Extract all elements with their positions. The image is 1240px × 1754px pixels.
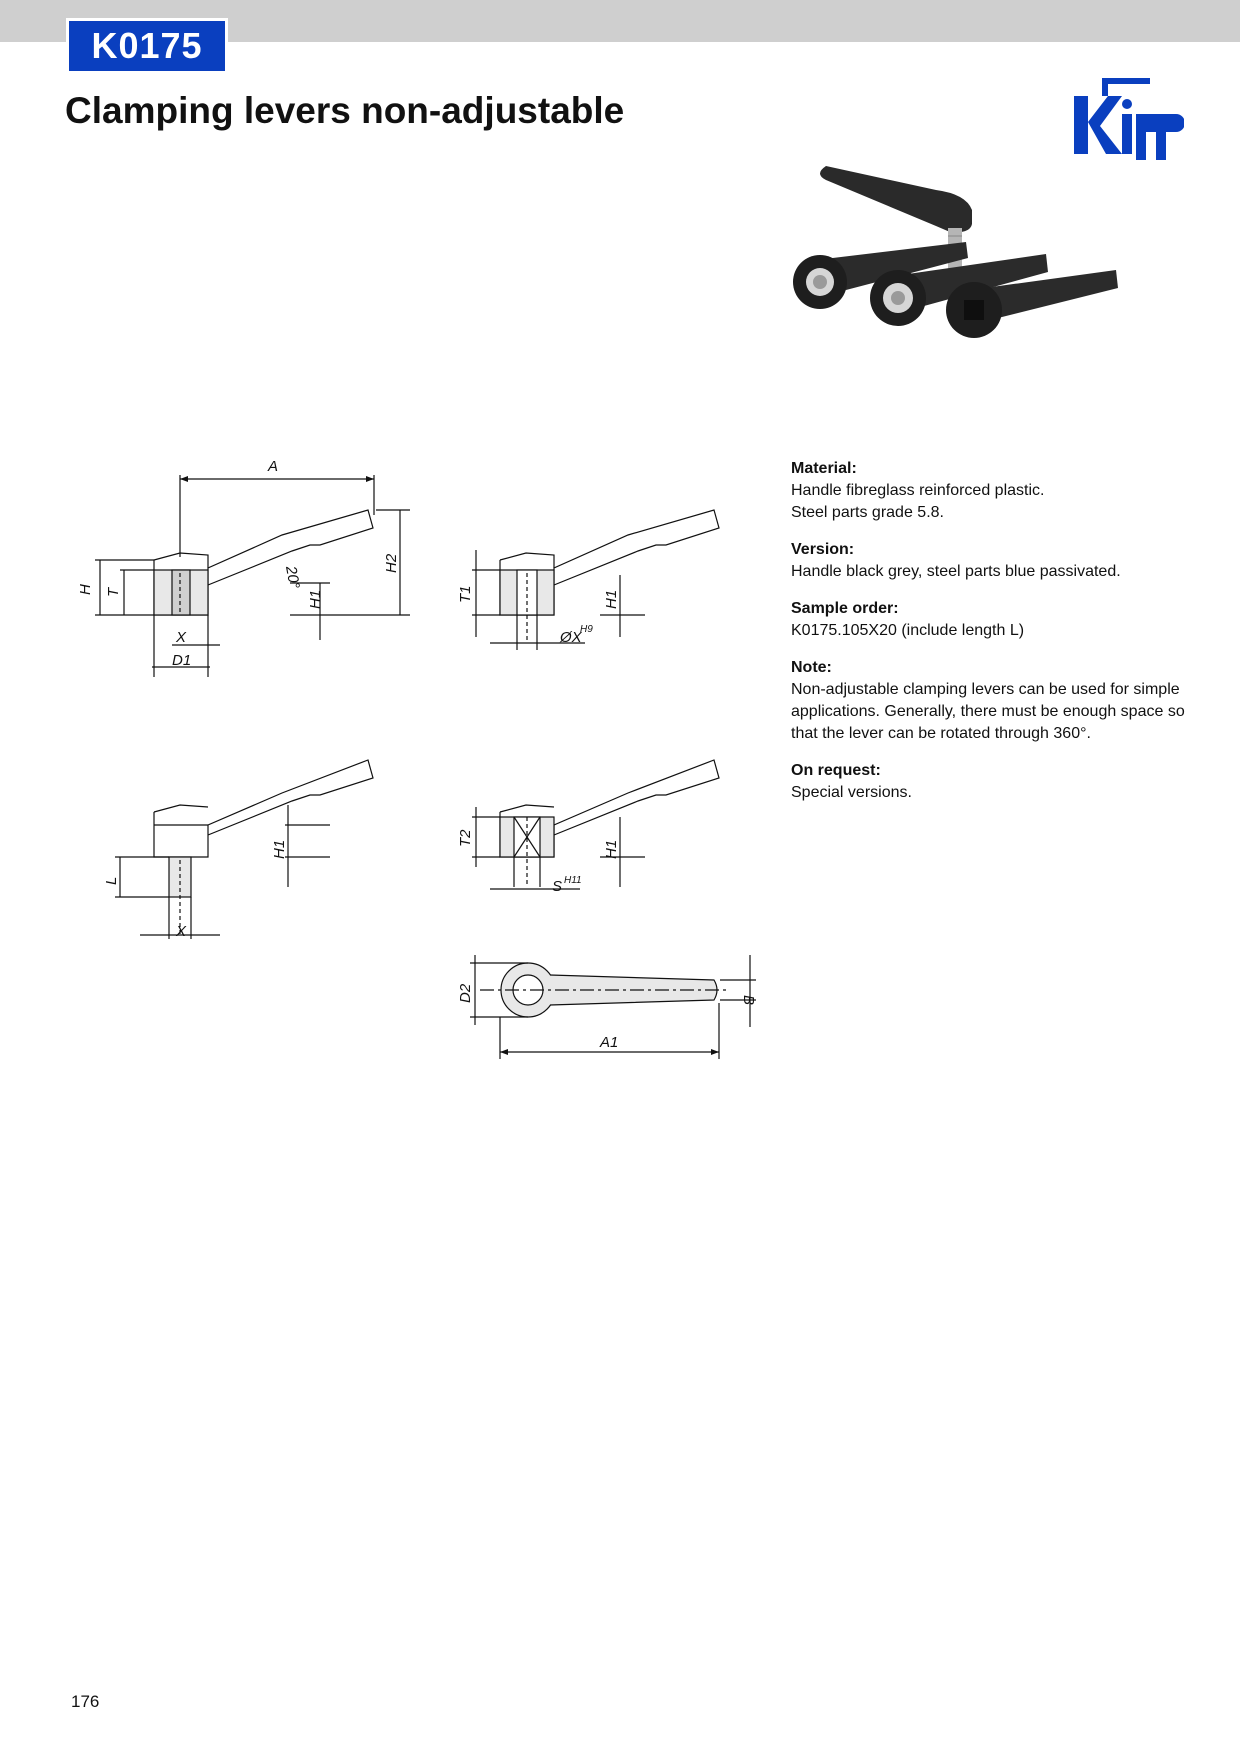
dim-label-x-2: X [175,923,187,940]
lever-right [946,270,1118,338]
dim-label-h2: H2 [383,553,400,573]
note-line: that the lever can be rotated through 36… [791,725,1091,742]
version-line: Handle black grey, steel parts blue pass… [791,563,1121,580]
page-title: Clamping levers non-adjustable [65,90,625,131]
dim-label-a1: A1 [599,1034,618,1051]
dim-label-h: H [80,584,94,595]
drawing-side-bore [472,509,720,650]
drawing-side-threaded [95,475,410,677]
dim-label-t2: T2 [457,829,474,847]
dim-label-h1-3: H1 [271,840,288,859]
version-section: Version: Handle black grey, steel parts … [791,539,1191,583]
on-request-heading: On request: [791,762,881,779]
dim-label-d2: D2 [457,983,474,1003]
on-request-line: Special versions. [791,784,912,801]
kipp-logo [1074,78,1184,160]
dim-label-a: A [267,458,278,475]
technical-drawings: A H T 20° H1 H2 X D1 T1 H1 ØX H9 H1 L X … [80,458,757,1059]
drawing-top-view [470,955,756,1059]
material-section: Material: Handle fibreglass reinforced p… [791,458,1191,524]
info-panel: Material: Handle fibreglass reinforced p… [791,458,1191,819]
dim-label-h1-4: H1 [603,840,620,859]
dim-label-angle: 20° [282,564,303,590]
lever-left [793,242,968,309]
dim-label-s-tol: H11 [564,875,582,886]
note-heading: Note: [791,659,832,676]
dim-label-h1-2: H1 [603,590,620,609]
note-line: applications. Generally, there must be e… [791,703,1185,720]
on-request-section: On request: Special versions. [791,760,1191,804]
dim-label-t: T [105,586,122,597]
material-heading: Material: [791,460,857,477]
dim-label-x: X [175,629,187,646]
material-line: Steel parts grade 5.8. [791,504,944,521]
drawing-side-stud [115,759,374,939]
version-heading: Version: [791,541,855,558]
dim-label-s: S [552,878,562,895]
dim-label-b: B [740,995,757,1005]
page-number: 176 [71,1692,100,1711]
sample-order-line: K0175.105X20 (include length L) [791,622,1025,639]
drawing-side-square [472,759,720,890]
product-photo [793,166,1118,338]
sample-order-section: Sample order: K0175.105X20 (include leng… [791,598,1191,642]
note-section: Note: Non-adjustable clamping levers can… [791,657,1191,745]
dim-label-h1: H1 [307,590,324,609]
dim-label-ox-tol: H9 [580,624,593,635]
sample-order-heading: Sample order: [791,600,899,617]
material-line: Handle fibreglass reinforced plastic. [791,482,1045,499]
dim-label-ox: ØX [559,629,583,646]
dim-label-t1: T1 [457,585,474,603]
lever-middle [870,254,1048,326]
note-line: Non-adjustable clamping levers can be us… [791,681,1180,698]
product-code-badge: K0175 [66,18,228,74]
dim-label-d1: D1 [172,652,191,669]
dim-label-l: L [103,877,120,885]
